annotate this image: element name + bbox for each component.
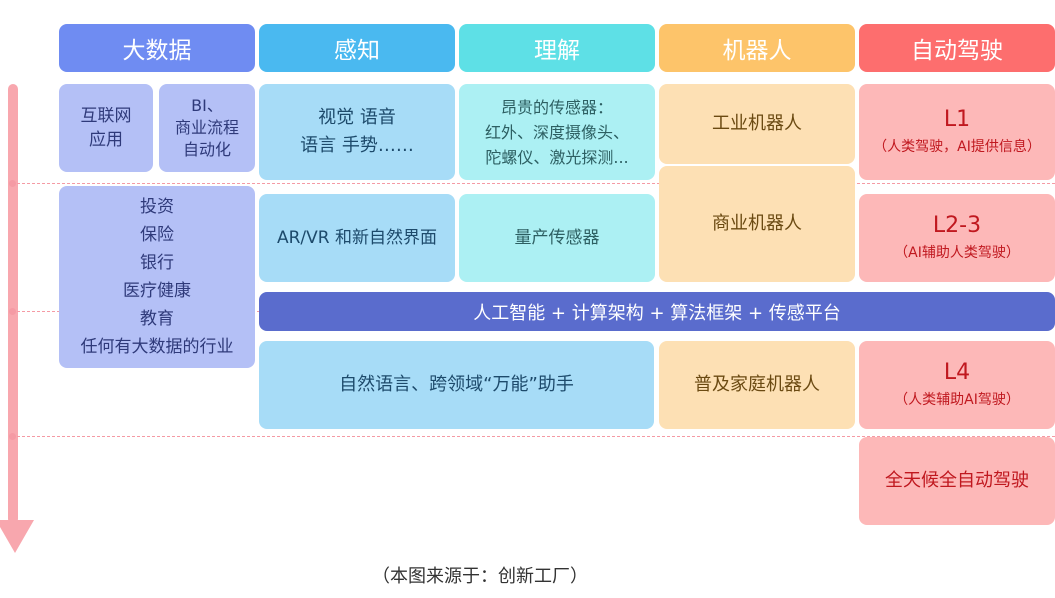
perception-universal-assistant: 自然语言、跨领域“万能”助手 — [259, 341, 654, 429]
autodrive-l1: L1 （人类驾驶，AI提供信息） — [859, 84, 1055, 180]
era-dot-3 — [9, 433, 16, 440]
header-bigdata: 大数据 — [59, 24, 255, 72]
era-dot-1 — [9, 180, 16, 187]
era-divider-1 — [12, 183, 1055, 184]
timeline-arrow — [0, 84, 34, 553]
header-autodrive: 自动驾驶 — [859, 24, 1055, 72]
header-understanding: 理解 — [459, 24, 655, 72]
autodrive-full-autonomy: 全天候全自动驾驶 — [859, 437, 1055, 525]
robot-industrial: 工业机器人 — [659, 84, 855, 164]
autodrive-l2-3: L2-3 （AI辅助人类驾驶） — [859, 194, 1055, 282]
bigdata-internet-app: 互联网 应用 — [59, 84, 153, 172]
understanding-mass-sensors: 量产传感器 — [459, 194, 655, 282]
autodrive-l1-desc: （人类驾驶，AI提供信息） — [873, 139, 1041, 155]
source-note: （本图来源于：创新工厂） — [372, 566, 588, 587]
bigdata-bi-automation: BI、 商业流程 自动化 — [159, 84, 255, 172]
robot-home: 普及家庭机器人 — [659, 341, 855, 429]
bigdata-industries: 投资 保险 银行 医疗健康 教育 任何有大数据的行业 — [59, 186, 255, 368]
header-perception: 感知 — [259, 24, 455, 72]
era-divider-3 — [12, 436, 1055, 437]
autodrive-l4-desc: （人类辅助AI驾驶） — [894, 392, 1020, 408]
autodrive-l23-desc: （AI辅助人类驾驶） — [894, 245, 1020, 261]
autodrive-l4-title: L4 — [943, 360, 971, 385]
autodrive-l23-title: L2-3 — [932, 213, 982, 238]
robot-commercial: 商业机器人 — [659, 166, 855, 282]
perception-vision-voice: 视觉 语音 语言 手势…… — [259, 84, 455, 180]
understanding-expensive-sensors: 昂贵的传感器： 红外、深度摄像头、 陀螺仪、激光探测... — [459, 84, 655, 180]
header-robot: 机器人 — [659, 24, 855, 72]
autodrive-l4: L4 （人类辅助AI驾驶） — [859, 341, 1055, 429]
perception-arvr: AR/VR 和新自然界面 — [259, 194, 455, 282]
era-dot-2 — [9, 308, 16, 315]
platform-banner: 人工智能 + 计算架构 + 算法框架 + 传感平台 — [259, 292, 1055, 331]
autodrive-l1-title: L1 — [943, 107, 971, 132]
